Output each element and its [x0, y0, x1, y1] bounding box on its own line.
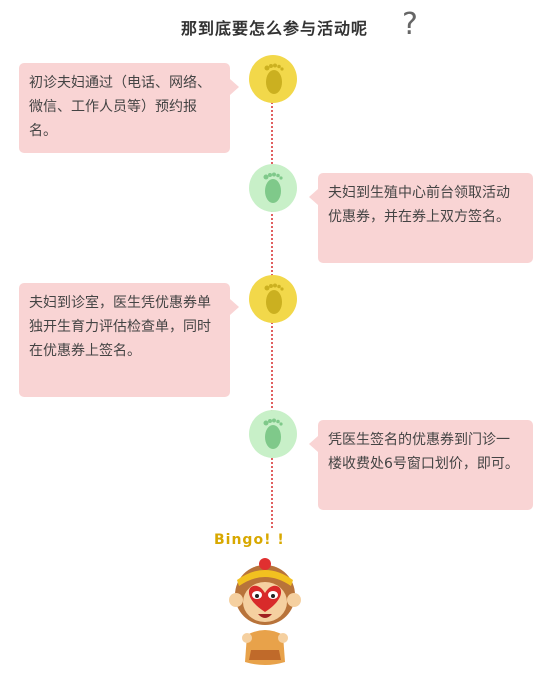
- step-4-text: 凭医生签名的优惠券到门诊一楼收费处6号窗口划价，即可。: [328, 432, 519, 472]
- step-3-text: 夫妇到诊室，医生凭优惠券单独开生育力评估检查单，同时在优惠券上签名。: [29, 295, 211, 359]
- step-4-bubble: 凭医生签名的优惠券到门诊一楼收费处6号窗口划价，即可。: [309, 420, 533, 510]
- step-3-foot-icon: [249, 275, 297, 323]
- page-title: 那到底要怎么参与活动呢 ?: [0, 7, 549, 42]
- bingo-text: Bingo! !: [214, 532, 285, 548]
- title-text: 那到底要怎么参与活动呢: [180, 19, 368, 38]
- step-2-text: 夫妇到生殖中心前台领取活动优惠券，并在券上双方签名。: [328, 185, 510, 225]
- step-1-bubble: 初诊夫妇通过（电话、网络、微信、工作人员等）预约报名。: [19, 63, 239, 153]
- step-4-foot-icon: [249, 410, 297, 458]
- monkey-king-mascot: [225, 550, 305, 670]
- step-1-foot-icon: [249, 55, 297, 103]
- step-3-bubble: 夫妇到诊室，医生凭优惠券单独开生育力评估检查单，同时在优惠券上签名。: [19, 283, 239, 397]
- question-mark-icon: ?: [402, 7, 419, 42]
- step-2-foot-icon: [249, 164, 297, 212]
- step-2-bubble: 夫妇到生殖中心前台领取活动优惠券，并在券上双方签名。: [309, 173, 533, 263]
- step-1-text: 初诊夫妇通过（电话、网络、微信、工作人员等）预约报名。: [29, 75, 211, 139]
